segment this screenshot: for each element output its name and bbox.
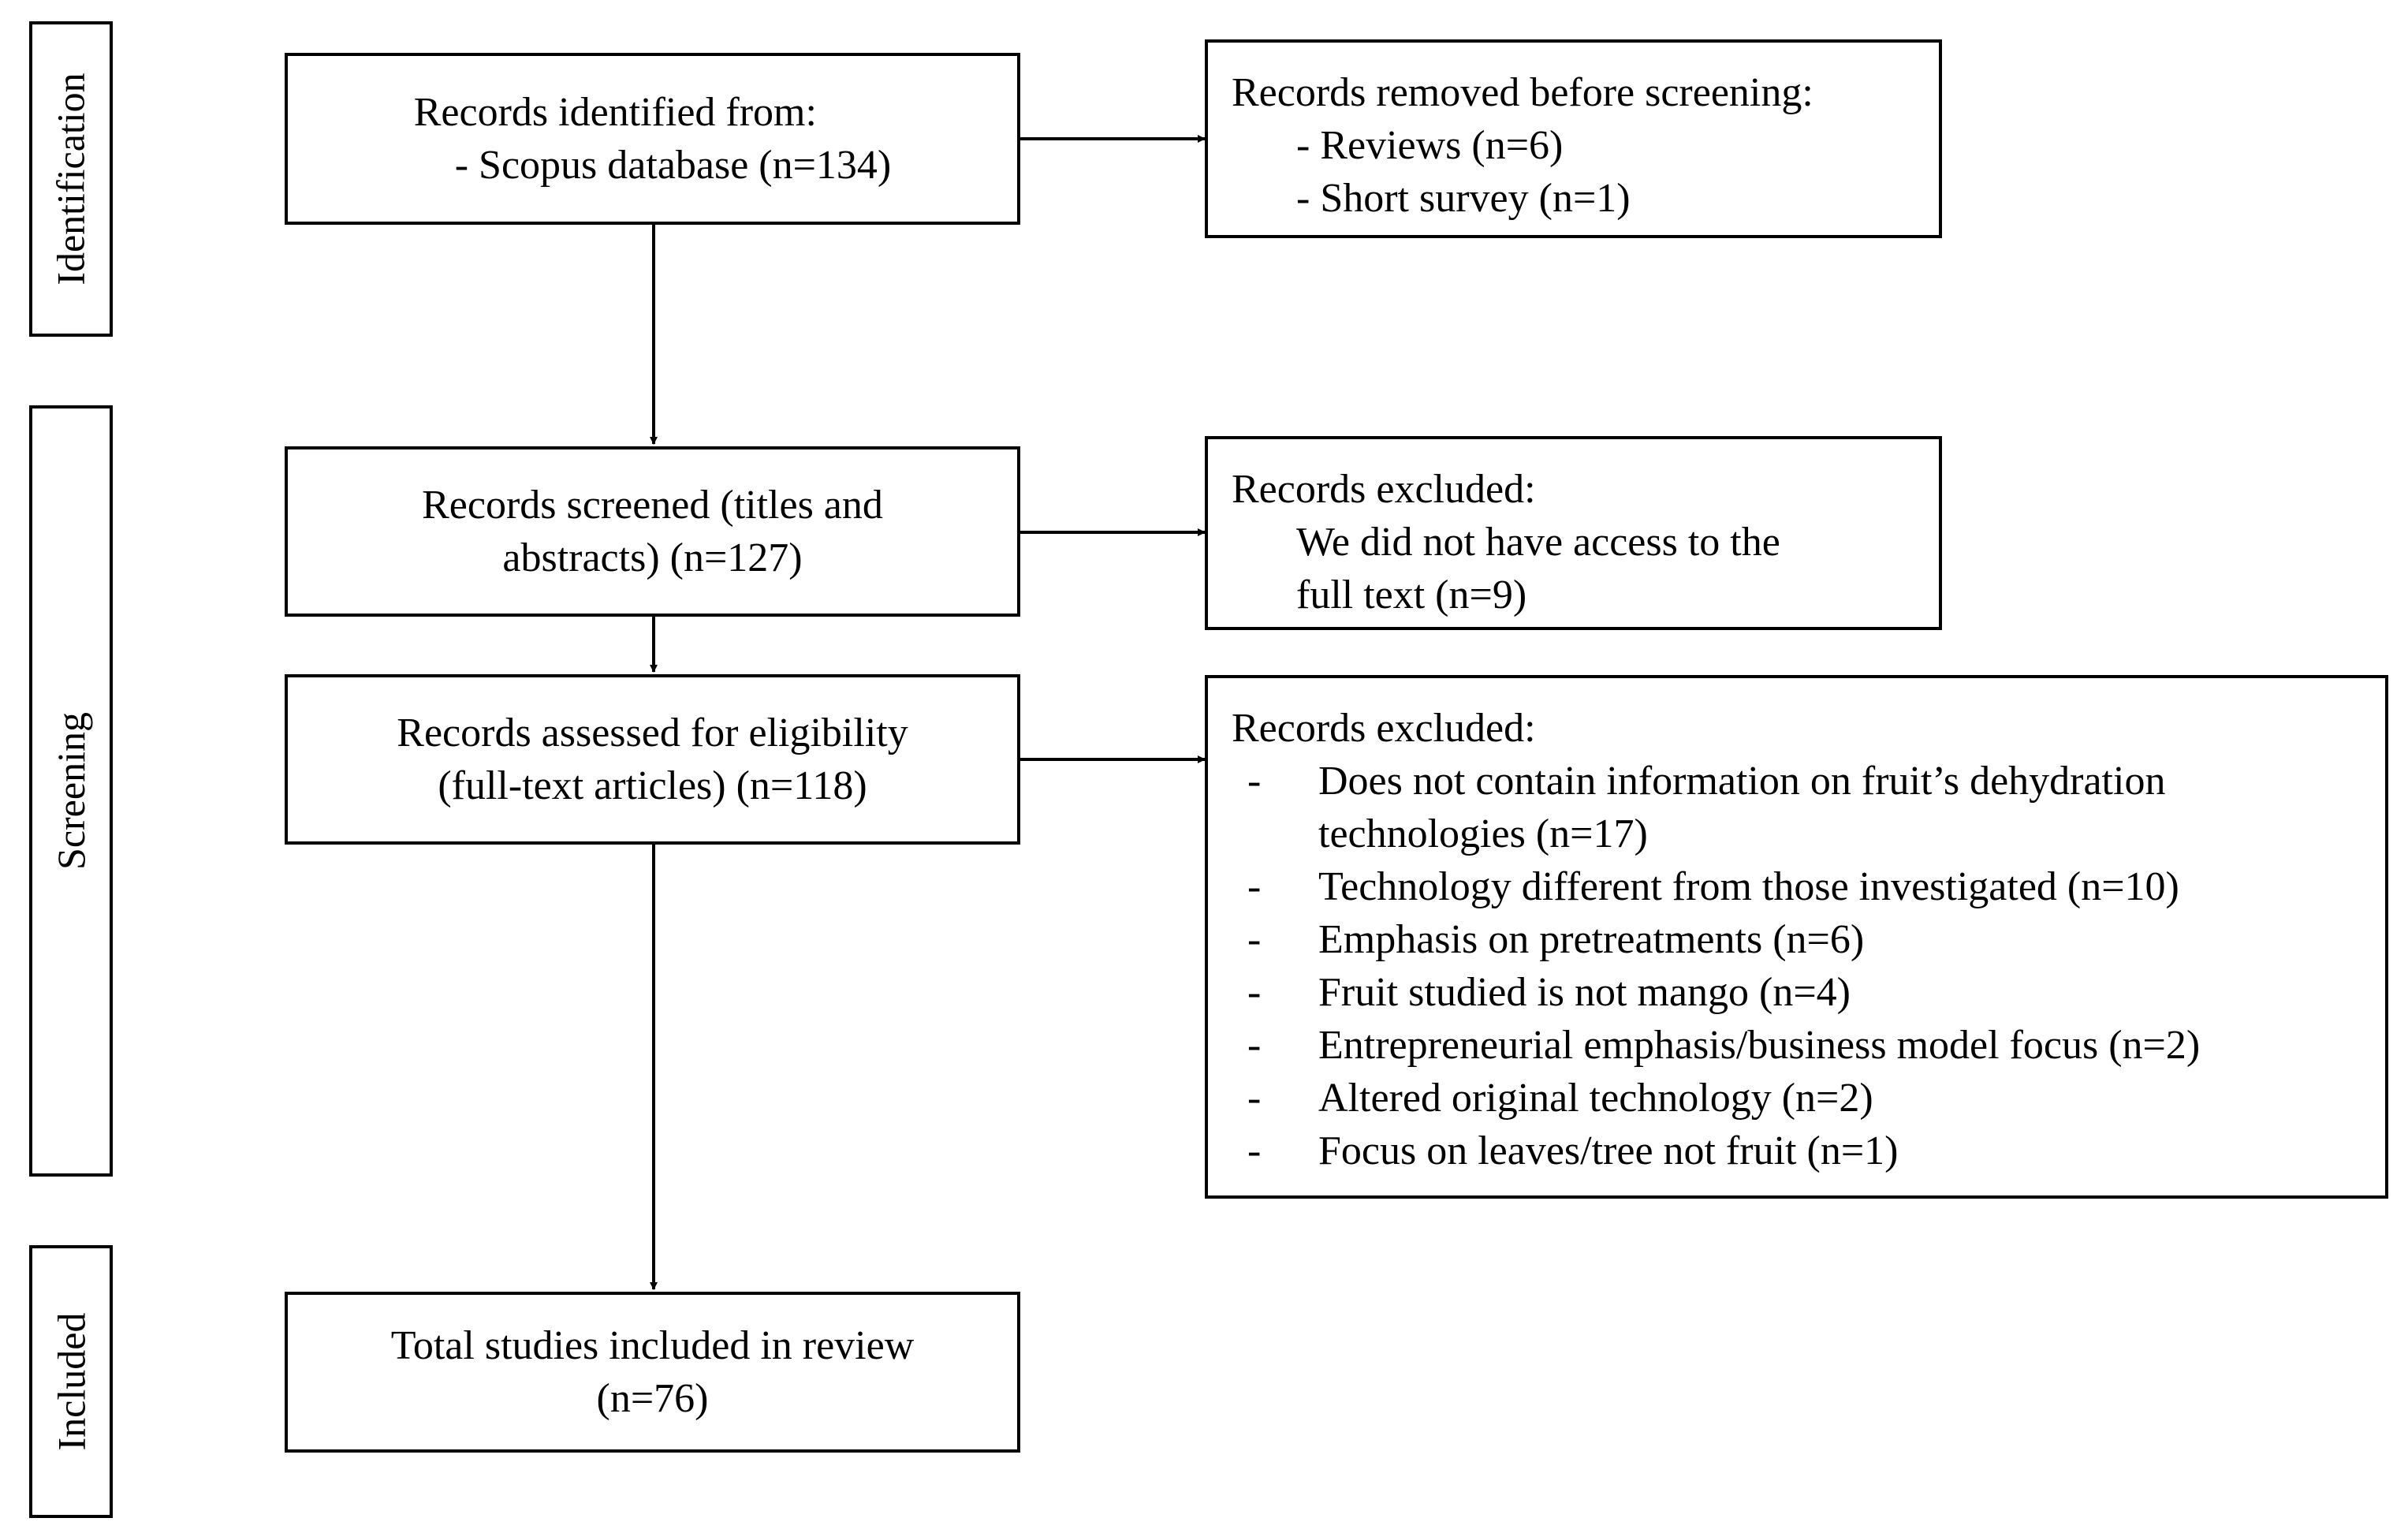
- total-included-box: Total studies included in review (n=76): [285, 1292, 1020, 1453]
- exclusion-reason-item: - Emphasis on pretreatments (n=6): [1227, 913, 2377, 966]
- phase-included: Included: [29, 1245, 113, 1518]
- records-identified-source: - Scopus database (n=134): [454, 143, 892, 188]
- records-excluded-access-title: Records excluded:: [1232, 467, 1536, 512]
- exclusion-reason-text: Does not contain information on fruit’s …: [1318, 759, 2166, 856]
- records-screened-line1: Records screened (titles and: [422, 483, 883, 528]
- exclusion-reason-text: Focus on leaves/tree not fruit (n=1): [1318, 1128, 1899, 1173]
- exclusion-reason-item: - Does not contain information on fruit’…: [1227, 755, 2377, 860]
- total-included-line1: Total studies included in review: [390, 1323, 915, 1368]
- records-removed-title: Records removed before screening:: [1232, 70, 1813, 115]
- exclusion-reason-item: - Focus on leaves/tree not fruit (n=1): [1227, 1125, 2377, 1177]
- bullet-dash: -: [1247, 970, 1262, 1015]
- exclusion-reason-item: - Fruit studied is not mango (n=4): [1227, 966, 2377, 1019]
- records-identified-title: Records identified from:: [413, 90, 817, 135]
- records-assessed-line1: Records assessed for eligibility: [397, 711, 908, 755]
- records-excluded-access-line2: full text (n=9): [1296, 573, 1527, 617]
- phase-identification: Identification: [29, 21, 113, 337]
- records-excluded-access-line1: We did not have access to the: [1296, 520, 1780, 565]
- exclusion-reason-item: - Entrepreneurial emphasis/business mode…: [1227, 1019, 2377, 1072]
- exclusion-reason-text: Fruit studied is not mango (n=4): [1318, 970, 1851, 1015]
- records-assessed-box: Records assessed for eligibility (full-t…: [285, 674, 1020, 845]
- bullet-dash: -: [1247, 864, 1262, 909]
- records-excluded-eligibility-title: Records excluded:: [1232, 706, 1536, 751]
- phase-screening: Screening: [29, 405, 113, 1177]
- exclusion-reason-text: Emphasis on pretreatments (n=6): [1318, 917, 1865, 962]
- exclusion-reason-item: - Technology different from those invest…: [1227, 860, 2377, 913]
- records-removed-item-reviews: - Reviews (n=6): [1296, 123, 1564, 168]
- exclusion-reason-text: Technology different from those investig…: [1318, 864, 2179, 909]
- records-excluded-eligibility-box: Records excluded: - Does not contain inf…: [1205, 675, 2388, 1199]
- records-assessed-line2: (full-text articles) (n=118): [438, 763, 867, 808]
- exclusion-reason-text: Entrepreneurial emphasis/business model …: [1318, 1023, 2201, 1068]
- records-screened-box: Records screened (titles and abstracts) …: [285, 446, 1020, 617]
- bullet-dash: -: [1247, 1023, 1262, 1068]
- exclusion-reason-item: - Altered original technology (n=2): [1227, 1072, 2377, 1125]
- bullet-dash: -: [1247, 759, 1262, 804]
- records-removed-item-short-survey: - Short survey (n=1): [1296, 176, 1631, 221]
- bullet-dash: -: [1247, 1128, 1262, 1173]
- bullet-dash: -: [1247, 1076, 1262, 1121]
- records-screened-line2: abstracts) (n=127): [502, 535, 803, 580]
- total-included-line2: (n=76): [596, 1376, 709, 1421]
- exclusion-reason-text: Altered original technology (n=2): [1318, 1076, 1873, 1121]
- records-identified-box: Records identified from: - Scopus databa…: [285, 53, 1020, 225]
- records-excluded-access-box: Records excluded: We did not have access…: [1205, 436, 1942, 630]
- bullet-dash: -: [1247, 917, 1262, 962]
- records-removed-box: Records removed before screening: - Revi…: [1205, 39, 1942, 238]
